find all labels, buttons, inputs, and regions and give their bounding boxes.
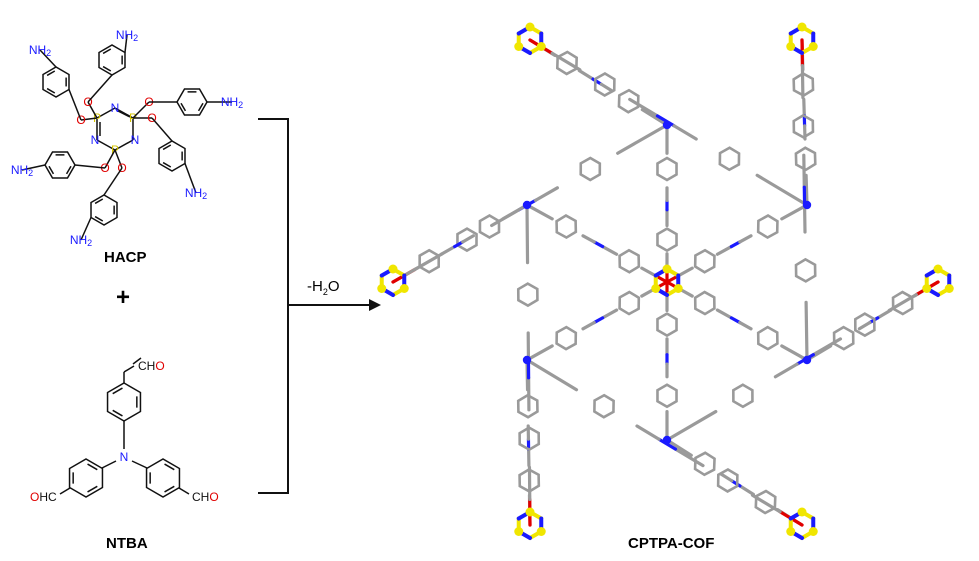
ntba-label: NTBA	[106, 535, 148, 552]
benzene-ring	[158, 140, 186, 172]
framework-ring	[656, 312, 678, 338]
amine-label: NH2	[185, 186, 207, 201]
framework-ring	[693, 451, 716, 477]
framework-ring	[693, 290, 716, 316]
framework-ring	[617, 88, 640, 114]
amine-label: NH2	[11, 163, 33, 178]
amine-label: NH2	[221, 95, 243, 110]
aldehyde-top: CHO	[138, 359, 165, 373]
amine-label: NH2	[29, 43, 51, 58]
framework-ring	[593, 393, 615, 419]
nitrogen-atom: N	[131, 133, 140, 147]
framework-ring	[656, 383, 678, 409]
framework-ring	[593, 72, 616, 98]
reaction-arrow	[258, 118, 381, 494]
benzene-ring	[106, 382, 142, 422]
aldehyde-right: CHO	[192, 490, 219, 504]
amine-label: NH2	[70, 233, 92, 248]
cyclophosphazene-node	[922, 264, 954, 297]
benzene-ring	[68, 458, 104, 498]
tpa-nitrogen-node	[802, 355, 812, 365]
framework-ring	[579, 156, 602, 182]
framework-ring	[555, 325, 578, 351]
benzene-ring	[176, 88, 208, 116]
nitrogen-atom: N	[120, 450, 129, 464]
benzene-ring	[98, 44, 126, 76]
framework-ring	[756, 214, 779, 240]
framework-ring	[618, 290, 641, 316]
tpa-nitrogen-node	[522, 200, 532, 210]
benzene-ring	[145, 458, 181, 498]
tpa-nitrogen-node	[802, 200, 812, 210]
framework-ring	[656, 156, 678, 182]
amine-label: NH2	[116, 28, 138, 43]
benzene-ring	[44, 151, 76, 179]
cyclophosphazene-node	[651, 264, 683, 297]
cof-label: CPTPA-COF	[628, 535, 714, 552]
framework-ring	[718, 146, 741, 172]
framework-ring	[716, 467, 739, 493]
framework-ring	[693, 248, 716, 274]
framework-ring	[792, 113, 815, 139]
framework-ring	[756, 325, 779, 351]
cof-framework	[377, 22, 954, 540]
framework-ring	[516, 282, 539, 308]
plus-sign: +	[116, 284, 130, 311]
framework-ring	[832, 325, 855, 351]
framework-ring	[732, 383, 754, 409]
framework-ring	[478, 214, 501, 240]
cyclophosphazene-node	[786, 22, 818, 55]
framework-ring	[794, 257, 817, 283]
framework-ring	[418, 248, 441, 274]
benzene-ring	[42, 66, 70, 98]
cyclophosphazene-node	[786, 507, 818, 540]
tpa-nitrogen-node	[662, 435, 672, 445]
cyclophosphazene-node	[377, 264, 409, 297]
tpa-nitrogen-node	[522, 355, 532, 365]
reaction-condition: -H2O	[307, 278, 340, 297]
framework-ring	[656, 227, 678, 253]
framework-ring	[618, 248, 641, 274]
framework-ring	[555, 214, 578, 240]
cyclophosphazene-node	[514, 507, 546, 540]
hacp-label: HACP	[104, 249, 147, 266]
framework-ring	[516, 393, 539, 419]
nitrogen-atom: N	[111, 101, 120, 115]
tpa-nitrogen-node	[662, 120, 672, 130]
nitrogen-atom: N	[91, 133, 100, 147]
cyclophosphazene-node	[514, 22, 546, 55]
framework-ring	[794, 146, 817, 172]
framework-ring	[853, 312, 876, 338]
benzene-ring	[90, 194, 118, 226]
framework-ring	[518, 426, 541, 452]
aldehyde-left: OHC	[30, 490, 57, 504]
ntba-structure: N CHO OHC CHO	[30, 357, 219, 504]
